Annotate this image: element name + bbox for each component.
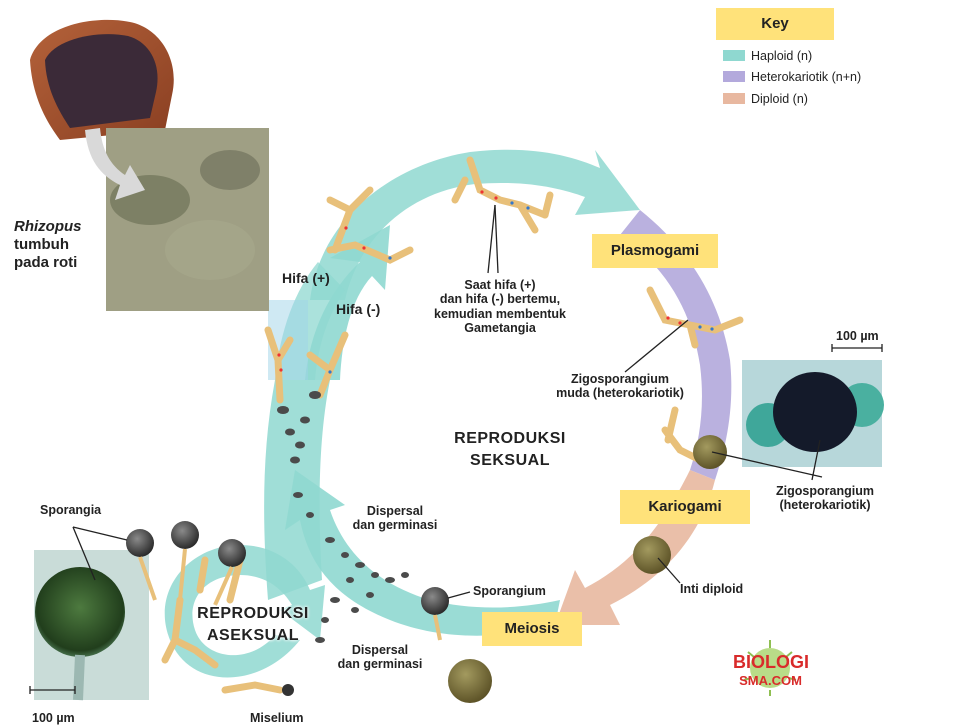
gametangia-caption: Saat hifa (+) dan hifa (-) bertemu, kemu…	[425, 278, 575, 336]
reproduksi-seksual-title: REPRODUKSI SEKSUAL	[425, 428, 595, 473]
title-line: REPRODUKSI	[454, 430, 566, 447]
zigosporangium-heterokariotik-caption: Zigosporangium (heterokariotik)	[760, 484, 890, 513]
caption-line: Saat hifa (+)	[464, 278, 535, 292]
heterokaryotic-swatch	[723, 71, 745, 82]
meiosis-box: Meiosis	[482, 612, 582, 646]
caption-line: Dispersal	[367, 504, 423, 518]
logo-line-2: SMA.COM	[739, 673, 802, 688]
inti-diploid-label: Inti diploid	[680, 582, 743, 596]
caption-line: dan germinasi	[353, 518, 438, 532]
dispersal-top-caption: Dispersal dan germinasi	[340, 504, 450, 533]
reproduksi-aseksual-title: REPRODUKSI ASEKSUAL	[178, 603, 328, 648]
scale-left-label: 100 µm	[32, 711, 75, 725]
caption-line: (heterokariotik)	[780, 498, 871, 512]
caption-line: dan germinasi	[338, 657, 423, 671]
key-item-heterokaryotic: Heterokariotik (n+n)	[723, 69, 861, 85]
sporangium-label: Sporangium	[473, 584, 546, 598]
title-line: REPRODUKSI	[197, 605, 309, 622]
key-item-label: Haploid (n)	[751, 49, 812, 63]
moldy-bread-image	[30, 20, 174, 140]
rhizopus-caption: Rhizopus tumbuh pada roti	[14, 218, 82, 272]
caption-line: muda (heterokariotik)	[556, 386, 684, 400]
rhizopus-line-2: tumbuh	[14, 236, 69, 253]
sporangia-label: Sporangia	[40, 503, 101, 517]
hifa-plus-label: Hifa (+)	[282, 270, 330, 286]
caption-line: Dispersal	[352, 643, 408, 657]
rhizopus-line-3: pada roti	[14, 254, 77, 271]
plasmogami-box: Plasmogami	[592, 234, 718, 268]
scale-right-label: 100 µm	[836, 329, 879, 343]
diploid-swatch	[723, 93, 745, 104]
logo-line-1: BIOLOGI	[733, 652, 809, 672]
rhizopus-name: Rhizopus	[14, 218, 82, 235]
key-item-label: Diploid (n)	[751, 92, 808, 106]
caption-line: Zigosporangium	[776, 484, 874, 498]
haploid-swatch	[723, 50, 745, 61]
caption-line: dan hifa (-) bertemu,	[440, 292, 560, 306]
key-item-label: Heterokariotik (n+n)	[751, 70, 861, 84]
caption-line: Gametangia	[464, 321, 536, 335]
logo-text: BIOLOGI SMA.COM	[733, 654, 808, 689]
key-item-diploid: Diploid (n)	[723, 91, 808, 107]
hifa-minus-label: Hifa (-)	[336, 301, 380, 317]
key-item-haploid: Haploid (n)	[723, 48, 812, 64]
title-line: SEKSUAL	[470, 452, 550, 469]
miselium-label: Miselium	[250, 711, 304, 725]
caption-line: kemudian membentuk	[434, 307, 566, 321]
kariogami-box: Kariogami	[620, 490, 750, 524]
key-title: Key	[716, 8, 834, 40]
caption-line: Zigosporangium	[571, 372, 669, 386]
zigosporangium-muda-caption: Zigosporangium muda (heterokariotik)	[545, 372, 695, 401]
dispersal-bottom-caption: Dispersal dan germinasi	[325, 643, 435, 672]
title-line: ASEKSUAL	[207, 627, 299, 644]
zygosporangia	[448, 435, 727, 703]
